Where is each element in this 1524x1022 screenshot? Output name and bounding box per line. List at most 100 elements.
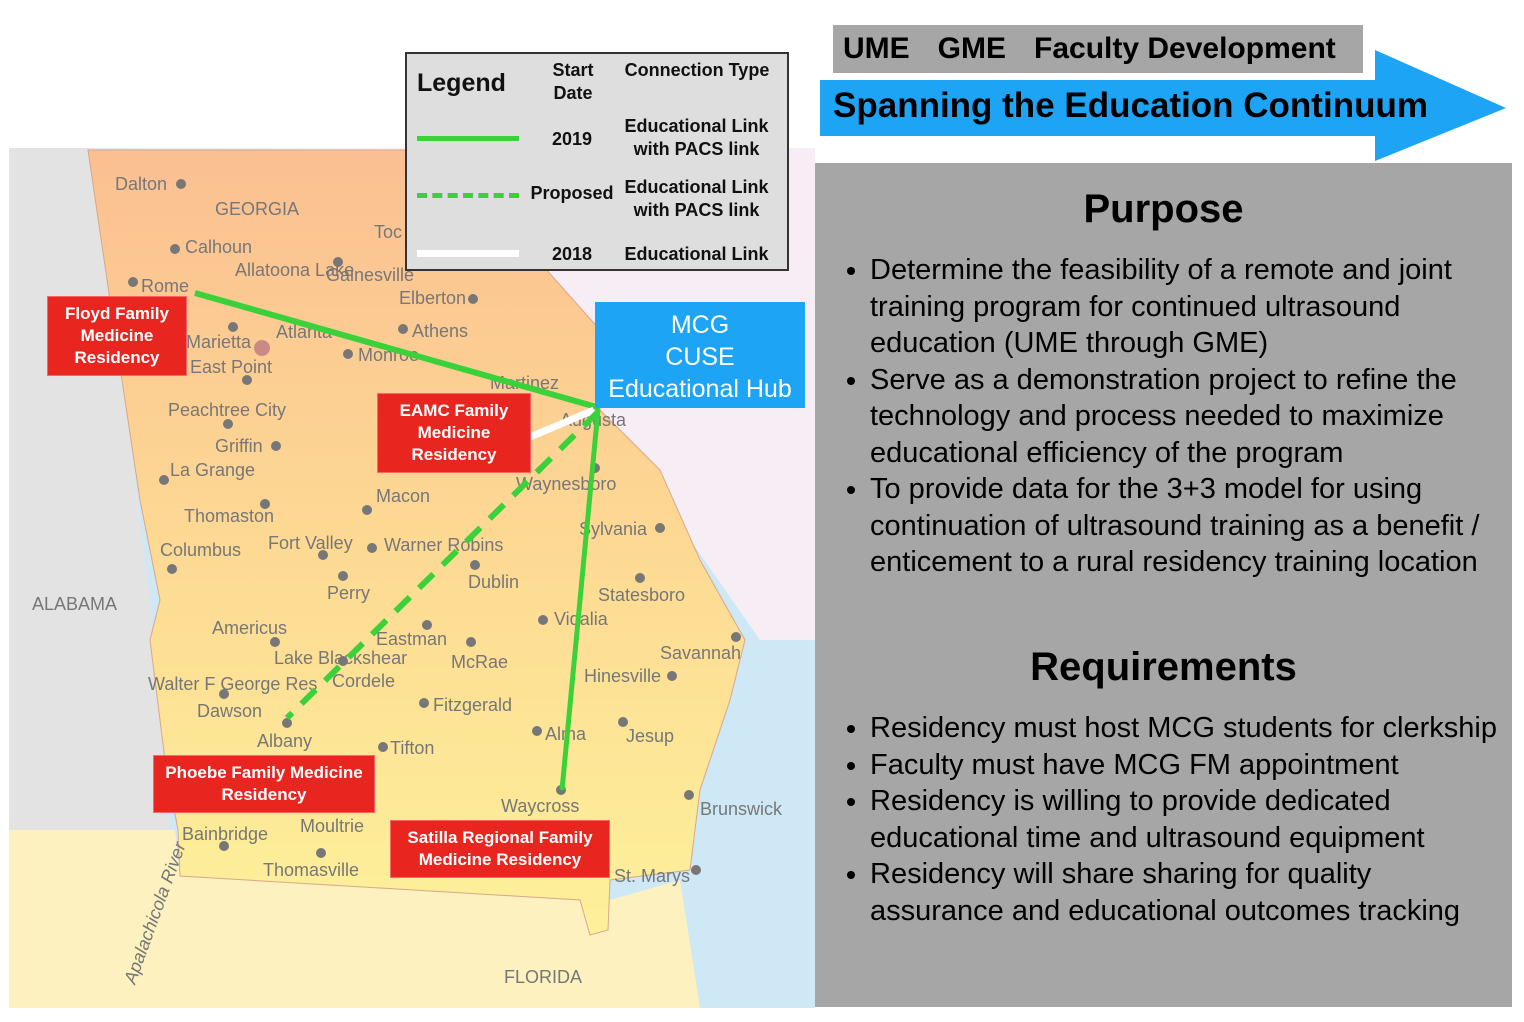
city-dot: [367, 543, 377, 553]
city-label: Dawson: [197, 701, 262, 721]
legend-type: Educational Link: [624, 244, 769, 264]
link-phoebe-proposed: [284, 409, 601, 721]
city-label: Sylvania: [579, 519, 648, 539]
city-dot: [468, 294, 478, 304]
city-label: Toc: [374, 222, 402, 242]
city-label: Allatoona Lake: [235, 260, 354, 280]
city-label: Cordele: [332, 671, 395, 691]
city-label: Thomasville: [263, 860, 359, 880]
city-label: Fitzgerald: [433, 695, 512, 715]
city-label: Statesboro: [598, 585, 685, 605]
tab-faculty-development: Faculty Development: [1034, 32, 1336, 65]
city-dot: [538, 615, 548, 625]
city-label: Fort Valley: [268, 533, 353, 553]
city-label: Walter F George Res: [148, 674, 317, 694]
city-label: Calhoun: [185, 237, 252, 257]
city-dot: [422, 620, 432, 630]
city-label: Bainbridge: [182, 824, 268, 844]
education-tabs: UME GME Faculty Development: [833, 25, 1363, 73]
city-label: Martinez: [490, 373, 559, 393]
city-label: Macon: [376, 486, 430, 506]
legend-col-start: Start Date: [552, 60, 594, 103]
link-floyd: [194, 290, 601, 411]
link-eamc: [528, 406, 596, 441]
city-dot: [318, 550, 328, 560]
city-label: Lake Blackshear: [274, 648, 407, 668]
city-dot: [338, 571, 348, 581]
state-label-georgia: GEORGIA: [215, 199, 299, 219]
purpose-title: Purpose: [1083, 187, 1244, 231]
city-label: Elberton: [399, 288, 466, 308]
city-label: Marietta: [186, 332, 252, 352]
tab-ume: UME: [843, 32, 910, 65]
banner-title: Spanning the Education Continuum: [833, 86, 1428, 125]
city-dot: [167, 564, 177, 574]
city-dot: [270, 637, 280, 647]
mcg-cuse-hub: MCG CUSE Educational Hub: [595, 302, 805, 408]
legend-type: Educational Link with PACS link: [624, 177, 769, 220]
city-dot: [419, 698, 429, 708]
city-dot: [684, 790, 694, 800]
city-label: Dublin: [468, 572, 519, 592]
legend-swatch-dashed-green: [417, 193, 519, 198]
residency-eamc: EAMC Family Medicine Residency: [377, 393, 531, 473]
city-label: Tifton: [390, 738, 434, 758]
city-dot: [159, 475, 169, 485]
hub-line-3: Educational Hub: [608, 375, 792, 403]
city-dot: [242, 375, 252, 385]
city-dot: [219, 841, 229, 851]
city-label: St. Marys: [614, 866, 690, 886]
legend: Legend Start Date Connection Type 2019 E…: [405, 52, 789, 271]
city-label: Griffin: [215, 436, 263, 456]
city-dot: [333, 257, 343, 267]
city-label: Dalton: [115, 174, 167, 194]
city-dot: [466, 637, 476, 647]
city-dot: [254, 340, 270, 356]
city-dot: [128, 277, 138, 287]
city-label: Columbus: [160, 540, 241, 560]
city-label: Waycross: [501, 796, 579, 816]
requirement-item: Residency must host MCG students for cle…: [870, 710, 1512, 747]
city-dot: [219, 689, 229, 699]
legend-col-type: Connection Type: [624, 60, 770, 80]
city-dot: [170, 244, 180, 254]
city-label: Americus: [212, 618, 287, 638]
state-label-alabama: ALABAMA: [32, 594, 117, 614]
residency-phoebe: Phoebe Family Medicine Residency: [153, 755, 375, 813]
link-satilla: [559, 409, 601, 791]
legend-swatch-white: [417, 250, 519, 257]
city-dot: [223, 419, 233, 429]
city-dot: [271, 441, 281, 451]
hub-line-2: CUSE: [665, 343, 735, 371]
purpose-item: Serve as a demonstration project to refi…: [870, 362, 1512, 472]
hub-line-1: MCG: [670, 311, 730, 339]
tab-gme: GME: [937, 32, 1007, 65]
residency-satilla: Satilla Regional Family Medicine Residen…: [390, 820, 610, 878]
info-panel: Purpose Determine the feasibility of a r…: [815, 163, 1512, 1007]
city-label: Brunswick: [700, 799, 783, 819]
city-label: Perry: [327, 583, 370, 603]
city-dot: [338, 656, 348, 666]
city-dot: [635, 573, 645, 583]
city-label: East Point: [190, 357, 272, 377]
city-label: Moultrie: [300, 816, 364, 836]
purpose-item: Determine the feasibility of a remote an…: [870, 252, 1512, 362]
city-dot: [282, 718, 292, 728]
city-dot: [655, 523, 665, 533]
city-label: Athens: [412, 321, 468, 341]
requirement-item: Faculty must have MCG FM appointment: [870, 747, 1512, 784]
city-label: La Grange: [170, 460, 255, 480]
city-dot: [667, 671, 677, 681]
city-dot: [470, 560, 480, 570]
city-dot: [176, 179, 186, 189]
city-dot: [362, 505, 372, 515]
legend-start: Proposed: [530, 183, 614, 203]
city-label: Warner Robins: [384, 535, 503, 555]
city-label: Rome: [141, 276, 189, 296]
city-label: Savannah: [660, 643, 741, 663]
city-dot: [532, 726, 542, 736]
city-label: Jesup: [626, 726, 674, 746]
state-label-florida: FLORIDA: [504, 967, 582, 987]
city-dot: [378, 742, 388, 752]
